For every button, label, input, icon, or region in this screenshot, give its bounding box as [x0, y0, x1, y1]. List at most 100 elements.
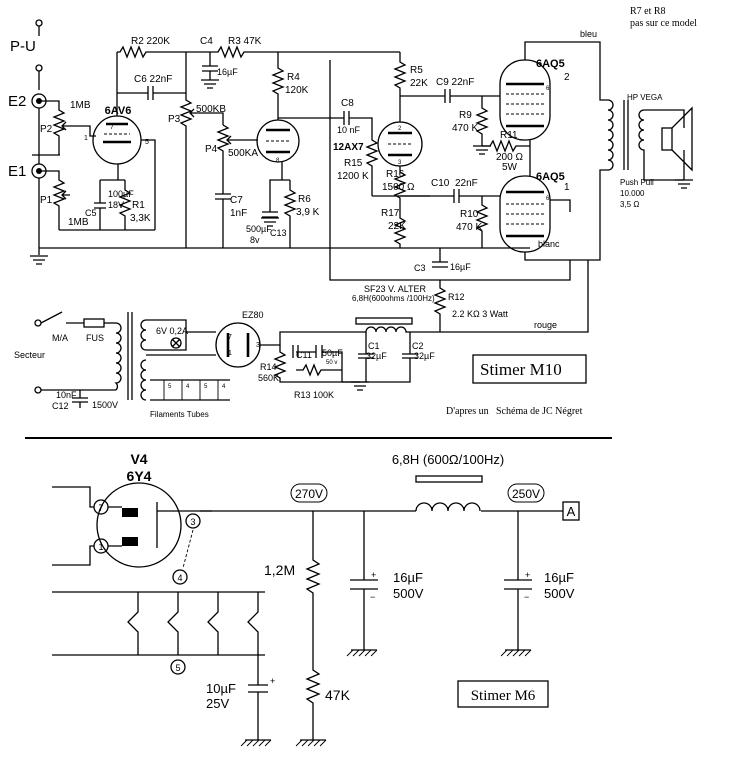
- svg-text:250V: 250V: [512, 487, 540, 501]
- svg-text:100µF: 100µF: [108, 189, 134, 199]
- svg-text:C6 22nF: C6 22nF: [134, 74, 172, 85]
- svg-text:Push Pull: Push Pull: [620, 178, 654, 187]
- svg-text:4: 4: [177, 573, 182, 583]
- svg-text:R12: R12: [448, 292, 465, 302]
- power-supply: M/A FUS Secteur 10nF C12 1500V 6V 0,2A 5…: [14, 284, 440, 419]
- cap-c9: [400, 89, 482, 103]
- svg-text:P3: P3: [168, 114, 181, 125]
- svg-text:3: 3: [190, 517, 195, 527]
- model-box-m6: [457, 680, 549, 708]
- cap-c4: 16µF: [200, 52, 238, 89]
- svg-text:500KB: 500KB: [196, 104, 226, 115]
- svg-text:2: 2: [564, 72, 570, 83]
- svg-text:1200 K: 1200 K: [337, 171, 369, 182]
- svg-text:R4: R4: [287, 72, 300, 83]
- svg-text:C13: C13: [270, 228, 287, 238]
- svg-text:+: +: [270, 676, 275, 686]
- svg-text:P1: P1: [40, 195, 53, 206]
- svg-text:5: 5: [168, 384, 172, 390]
- svg-text:6: 6: [546, 196, 550, 202]
- output-transformer: HP VEGA Push Pull 10.000 3,5 Ω: [607, 93, 694, 209]
- svg-text:10 nF: 10 nF: [337, 125, 361, 135]
- svg-text:+: +: [525, 570, 530, 580]
- label-pu: P-U: [10, 38, 36, 55]
- svg-text:12AX7: 12AX7: [333, 142, 364, 153]
- svg-text:270V: 270V: [295, 487, 323, 501]
- svg-text:R3 47K: R3 47K: [228, 36, 262, 47]
- svg-text:50 v: 50 v: [326, 360, 337, 366]
- note-line-1: R7 et R8: [630, 6, 666, 17]
- svg-text:1,2M: 1,2M: [264, 562, 295, 578]
- svg-text:10.000: 10.000: [620, 189, 645, 198]
- svg-text:Filaments Tubes: Filaments Tubes: [150, 410, 209, 419]
- svg-text:EZ80: EZ80: [242, 310, 264, 320]
- svg-text:C10: C10: [431, 178, 450, 189]
- svg-text:8v: 8v: [250, 235, 260, 245]
- svg-text:1: 1: [98, 542, 103, 552]
- cap-c6: [117, 86, 186, 100]
- cap-c8: [339, 111, 373, 128]
- svg-text:6V 0,2A: 6V 0,2A: [156, 326, 188, 336]
- svg-text:6Y4: 6Y4: [127, 468, 152, 484]
- svg-text:1: 1: [228, 350, 232, 357]
- svg-text:R16: R16: [386, 169, 405, 180]
- svg-text:R15: R15: [344, 158, 363, 169]
- svg-text:18V: 18V: [108, 200, 124, 210]
- svg-text:7: 7: [228, 334, 232, 341]
- svg-text:5: 5: [145, 139, 149, 146]
- svg-text:200 Ω: 200 Ω: [496, 152, 523, 163]
- svg-text:3,3K: 3,3K: [130, 213, 151, 224]
- svg-text:C11: C11: [296, 350, 312, 360]
- input-jacks: P-U E2 E1: [8, 19, 60, 265]
- cap-c10: [400, 189, 500, 203]
- pot-p3: P3 500KB: [168, 52, 226, 248]
- svg-text:5: 5: [204, 384, 208, 390]
- svg-text:3: 3: [256, 342, 260, 349]
- svg-text:R10: R10: [460, 209, 479, 220]
- svg-text:C9 22nF: C9 22nF: [436, 77, 474, 88]
- svg-text:1MB: 1MB: [68, 217, 89, 228]
- svg-text:R13 100K: R13 100K: [294, 390, 334, 400]
- note-line-2: pas sur ce model: [630, 18, 697, 29]
- svg-text:500V: 500V: [544, 586, 575, 601]
- svg-text:3: 3: [398, 160, 402, 166]
- svg-text:500V: 500V: [393, 586, 424, 601]
- svg-text:1MB: 1MB: [70, 100, 91, 111]
- svg-text:1500V: 1500V: [92, 400, 118, 410]
- svg-text:R5: R5: [410, 65, 423, 76]
- svg-text:5: 5: [175, 663, 180, 673]
- svg-text:6: 6: [546, 86, 550, 92]
- svg-text:SF23 V. ALTER: SF23 V. ALTER: [364, 284, 427, 294]
- model-name-m10: Stimer M10: [480, 360, 562, 379]
- svg-text:Secteur: Secteur: [14, 350, 45, 360]
- svg-text:120K: 120K: [285, 85, 309, 96]
- svg-text:50µF: 50µF: [322, 348, 343, 358]
- svg-text:R17: R17: [381, 208, 400, 219]
- svg-text:32µF: 32µF: [366, 351, 387, 361]
- svg-text:6AQ5: 6AQ5: [536, 58, 565, 70]
- grid-resistors: R9 470 K R11 200 Ω 5W R10 470 K: [400, 95, 530, 249]
- svg-text:C3: C3: [414, 263, 426, 273]
- svg-text:2.2 KΩ 3 Watt: 2.2 KΩ 3 Watt: [452, 309, 508, 319]
- svg-text:3,9 K: 3,9 K: [296, 207, 320, 218]
- svg-text:1: 1: [564, 182, 570, 193]
- label-e1: E1: [8, 163, 26, 180]
- svg-text:22K: 22K: [388, 221, 406, 232]
- svg-text:R6: R6: [298, 194, 311, 205]
- svg-text:6,8H (600Ω/100Hz): 6,8H (600Ω/100Hz): [392, 452, 504, 467]
- svg-text:C2: C2: [412, 341, 424, 351]
- svg-text:4: 4: [186, 384, 190, 390]
- svg-text:3,5 Ω: 3,5 Ω: [620, 200, 639, 209]
- svg-text:V4: V4: [130, 451, 147, 467]
- svg-text:470 K: 470 K: [452, 123, 478, 134]
- tube-6y4: [96, 482, 182, 568]
- label-e2: E2: [8, 93, 26, 110]
- stimer-m6-schematic: V4 6Y4 7 1 3 4 5 + 10µF 25V 270V 250V 6,…: [52, 451, 580, 747]
- svg-text:6AV6: 6AV6: [105, 105, 132, 117]
- svg-text:C5: C5: [85, 208, 97, 218]
- svg-text:R2 220K: R2 220K: [131, 36, 170, 47]
- svg-text:C8: C8: [341, 98, 354, 109]
- svg-text:bleu: bleu: [580, 29, 597, 39]
- svg-text:D'apres un: D'apres un: [446, 406, 489, 417]
- svg-text:500KA: 500KA: [228, 148, 258, 159]
